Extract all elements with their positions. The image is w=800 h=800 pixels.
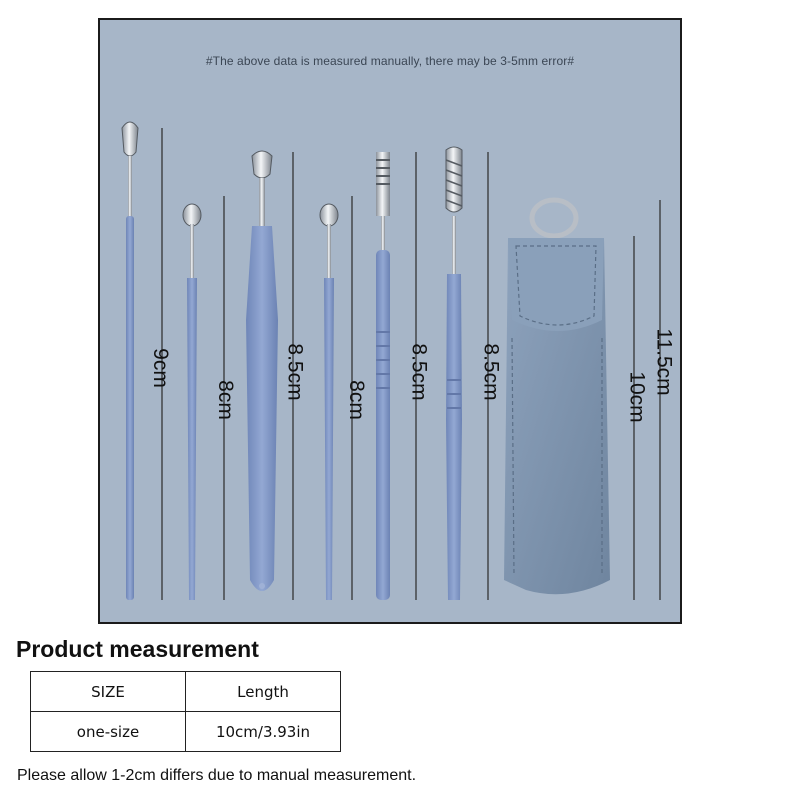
dimension-label-tool-5: 8.5cm bbox=[407, 343, 431, 401]
dimension-label-case-with-ring: 11.5cm bbox=[652, 328, 676, 396]
tool-small-spoon bbox=[182, 203, 202, 600]
ear-cleaning-tools-illustration bbox=[121, 121, 661, 600]
size-table: SIZE Length one-size 10cm/3.93in bbox=[30, 671, 341, 752]
tool-flat-spoon bbox=[246, 150, 278, 591]
table-header-size: SIZE bbox=[30, 671, 186, 712]
tool-spiral-tip bbox=[376, 152, 390, 600]
table-header-row: SIZE Length bbox=[30, 671, 341, 712]
measurement-error-note: #The above data is measured manually, th… bbox=[205, 54, 575, 68]
dimension-label-tool-4: 8cm bbox=[344, 380, 368, 420]
product-image-panel: #The above data is measured manually, th… bbox=[98, 18, 682, 624]
leather-carry-case bbox=[504, 197, 610, 595]
table-row: one-size 10cm/3.93in bbox=[30, 711, 341, 752]
table-cell-length: 10cm/3.93in bbox=[185, 711, 341, 752]
tool-large-spoon bbox=[121, 121, 139, 600]
table-cell-size: one-size bbox=[30, 711, 186, 752]
tool-spring-spiral bbox=[445, 146, 463, 600]
table-header-length: Length bbox=[185, 671, 341, 712]
dimension-label-tool-1: 9cm bbox=[148, 348, 172, 388]
dimension-label-tool-6: 8.5cm bbox=[479, 343, 503, 401]
product-measurement-heading: Product measurement bbox=[16, 636, 259, 662]
measurement-footnote: Please allow 1-2cm differs due to manual… bbox=[17, 767, 417, 784]
dimension-label-tool-2: 8cm bbox=[213, 380, 237, 420]
tool-small-spoon-2 bbox=[319, 203, 339, 600]
dimension-label-tool-3: 8.5cm bbox=[283, 343, 307, 401]
dimension-label-case: 10cm bbox=[625, 371, 649, 423]
